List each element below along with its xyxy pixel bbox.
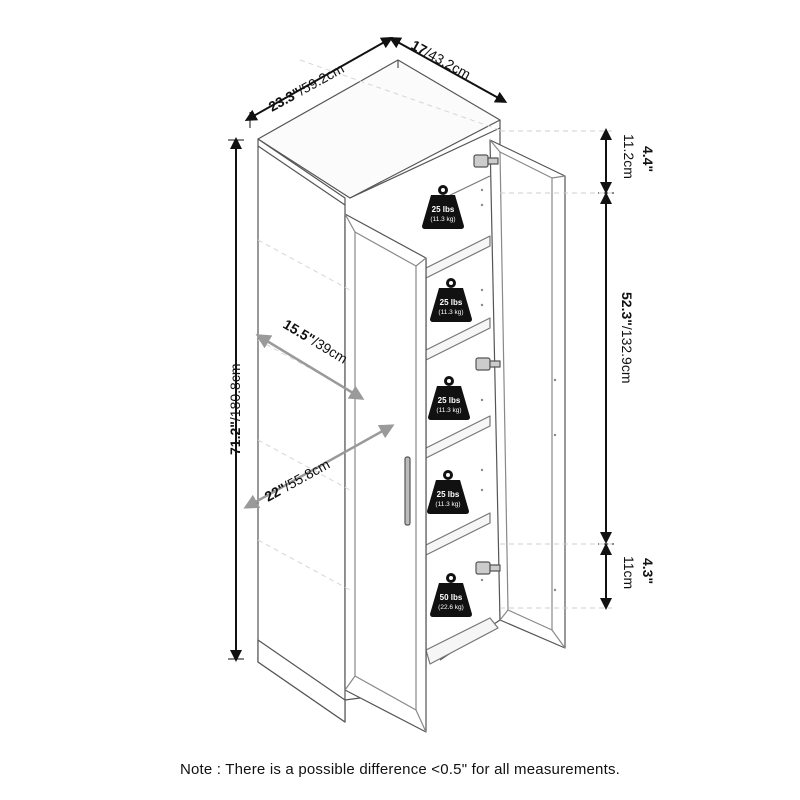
middle-height-value-cm: /132.9cm — [619, 326, 635, 384]
shelf-3 — [425, 415, 491, 459]
shelf-4 — [425, 512, 491, 556]
weight-lbs: 50 lbs — [440, 593, 463, 602]
cabinet-interior — [425, 175, 499, 665]
measurement-note: Note : There is a possible difference <0… — [179, 761, 621, 778]
weight-kg: (11.3 kg) — [435, 501, 460, 508]
weight-kg: (22.6 kg) — [438, 604, 464, 611]
shelf-2 — [425, 317, 491, 361]
bottom-gap-value-in: 4.3" — [640, 558, 656, 584]
cabinet-illustration — [257, 59, 566, 733]
hinge-bottom — [475, 561, 501, 575]
weight-kg: (11.3 kg) — [438, 309, 463, 316]
top-gap-value-cm: 11.2cm — [621, 134, 637, 179]
weight-icon — [422, 195, 464, 229]
inner-depth-arrow — [255, 334, 365, 400]
weight-icon — [428, 386, 470, 420]
weight-icon — [427, 480, 469, 514]
weight-badge-4: 25 lbs (11.3 kg) — [427, 470, 469, 514]
weight-badge-1: 25 lbs (11.3 kg) — [422, 185, 464, 229]
shelf-1 — [425, 235, 491, 279]
width-arrow — [388, 37, 508, 103]
depth-arrow — [244, 37, 394, 121]
shelf-bottom — [425, 617, 499, 665]
width-value-in: 17 — [409, 37, 431, 59]
weight-icon — [430, 583, 472, 617]
depth-value-cm: /59.2cm — [295, 60, 346, 98]
hinge-middle — [475, 357, 501, 371]
height-value-in: 71.2" — [227, 421, 243, 455]
dimension-lines — [228, 37, 614, 662]
width-value-cm: /43.2cm — [422, 44, 473, 82]
hinge-top — [473, 154, 499, 168]
middle-height-label: 52.3"/132.9cm — [619, 292, 635, 383]
height-value-cm: /180.8cm — [227, 364, 243, 422]
height-label: 71.2"/180.8cm — [227, 364, 243, 455]
middle-height-value-in: 52.3" — [619, 292, 635, 326]
weight-lbs: 25 lbs — [440, 298, 463, 307]
weight-lbs: 25 lbs — [437, 490, 460, 499]
weight-badge-5: 50 lbs (22.6 kg) — [430, 573, 472, 617]
weight-badge-3: 25 lbs (11.3 kg) — [428, 376, 470, 420]
weight-badge-2: 25 lbs (11.3 kg) — [430, 278, 472, 322]
weight-kg: (11.3 kg) — [436, 407, 461, 414]
weight-kg: (11.3 kg) — [430, 216, 455, 223]
weight-badges: 25 lbs (11.3 kg) 25 lbs (11.3 kg) 25 lbs (11.… — [422, 185, 472, 617]
weight-lbs: 25 lbs — [438, 396, 461, 405]
bottom-gap-value-cm: 11cm — [621, 556, 637, 589]
door-open-arrow — [243, 424, 395, 509]
door-handle — [404, 456, 411, 526]
left-door — [344, 213, 427, 733]
cabinet-side-panel — [257, 138, 346, 723]
top-gap-value-in: 4.4" — [640, 146, 656, 172]
weight-lbs: 25 lbs — [432, 205, 455, 214]
weight-icon — [430, 288, 472, 322]
